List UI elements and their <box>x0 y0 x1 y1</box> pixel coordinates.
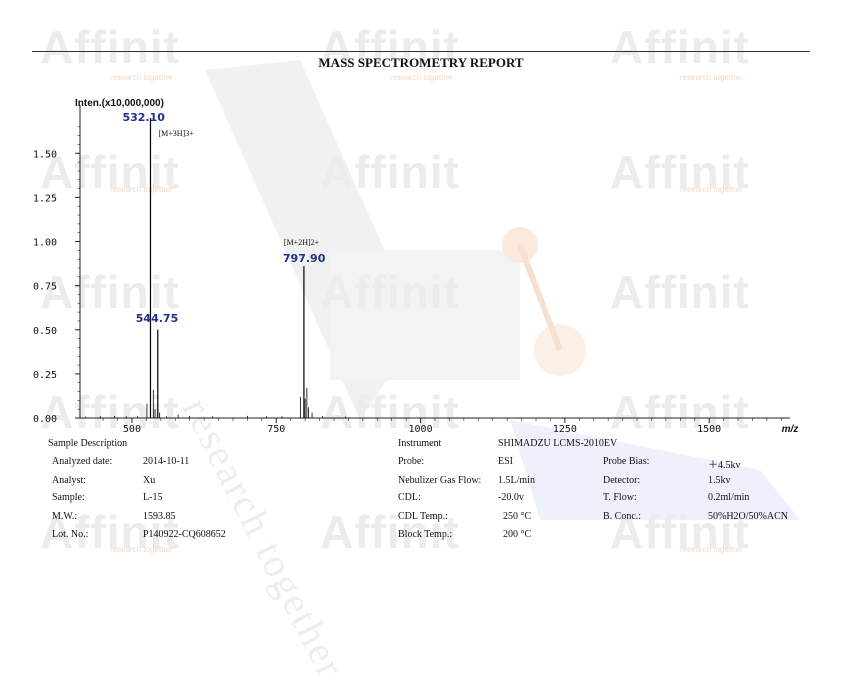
x-tick-label: 1500 <box>697 424 721 435</box>
cdl-temp-label: CDL Temp.: <box>398 511 448 522</box>
peak-label: 532.10 <box>122 111 165 124</box>
lot-label: Lot. No.: <box>52 529 89 540</box>
mass-spectrum-chart: Inten.(x10,000,000) 0.00 0.25 0.50 0.75 1.00 1… <box>33 98 799 435</box>
y-tick-label: 0.00 <box>33 414 57 425</box>
peak-label: 544.75 <box>136 312 178 325</box>
watermark-logo-8: Affinit <box>320 266 460 318</box>
header-rule <box>32 51 810 52</box>
b-conc-value: 50%H2O/50%ACN <box>708 511 788 522</box>
block-temp-value: 200 °C <box>503 529 532 540</box>
cdl-label: CDL: <box>398 492 421 503</box>
watermark-tagline-3: research together <box>680 73 743 82</box>
cdl-value: -20.0v <box>498 492 524 503</box>
watermark-logo-13: Affinit <box>40 506 180 558</box>
watermark-logo-9: Affinit <box>610 266 750 318</box>
watermark-logo-10: Affinit <box>40 386 180 438</box>
watermark-logo-7: Affinit <box>40 266 180 318</box>
y-tick-label: 0.25 <box>33 370 57 381</box>
sample-value: L-15 <box>143 492 163 503</box>
y-tick-label: 0.50 <box>33 326 57 337</box>
y-tick-label: 0.75 <box>33 282 57 293</box>
y-tick-label: 1.50 <box>33 149 57 160</box>
watermark-logo-4: Affinit <box>40 146 180 198</box>
probe-bias-label: Probe Bias: <box>603 456 650 467</box>
b-conc-label: B. Conc.: <box>603 511 642 522</box>
mw-label: M.W.: <box>52 511 78 522</box>
y-tick-label: 1.00 <box>33 238 57 249</box>
sample-header: Sample Description <box>48 438 128 449</box>
cdl-temp-value: 250 °C <box>503 511 532 522</box>
watermark-tagline-2: research together <box>390 73 453 82</box>
watermark-logo-1: Affinit <box>40 21 180 73</box>
x-axis-label: m/z <box>782 424 799 435</box>
probe-label: Probe: <box>398 456 425 467</box>
t-flow-value: 0.2ml/min <box>708 492 750 503</box>
lot-value: P140922-CQ608652 <box>143 529 226 540</box>
instrument-value: SHIMADZU LCMS-2010EV <box>498 438 618 449</box>
t-flow-label: T. Flow: <box>603 492 637 503</box>
instrument-label: Instrument <box>398 438 442 449</box>
y-tick-label: 1.25 <box>33 193 57 204</box>
watermark-logo-6: Affinit <box>610 146 750 198</box>
watermark-logo-3: Affinit <box>610 21 750 73</box>
x-tick-label: 750 <box>267 424 285 435</box>
detector-label: Detector: <box>603 475 641 486</box>
watermark-tagline-6: research together <box>110 545 173 554</box>
peak-label: 797.90 <box>283 252 326 265</box>
probe-bias-value: ＋4.5kv <box>708 460 741 471</box>
x-tick-label: 1000 <box>409 424 433 435</box>
probe-value: ESI <box>498 456 513 467</box>
sample-label: Sample: <box>52 492 85 503</box>
watermark-graphic <box>205 60 800 520</box>
analyst-label: Analyst: <box>52 475 86 486</box>
block-temp-label: Block Temp.: <box>398 529 453 540</box>
x-tick-label: 500 <box>123 424 141 435</box>
watermark-logo-14: Affinit <box>320 506 460 558</box>
watermark-logo-11: Affinit <box>320 386 460 438</box>
peak-annotation: [M+3H]3+ <box>158 129 194 138</box>
watermark-logo-12: Affinit <box>610 386 750 438</box>
analyzed-date-label: Analyzed date: <box>52 456 113 467</box>
watermark-tagline-4: research together <box>110 185 173 194</box>
detector-value: 1.5kv <box>708 475 731 486</box>
x-tick-label: 1250 <box>553 424 577 435</box>
y-axis-title: Inten.(x10,000,000) <box>75 98 164 109</box>
watermark-tagline-7: research together <box>680 545 743 554</box>
watermark-logo-2: Affinit <box>320 21 460 73</box>
analyzed-date-value: 2014-10-11 <box>143 456 190 467</box>
report-title: MASS SPECTROMETRY REPORT <box>318 55 524 70</box>
watermark-tagline-5: research together <box>680 185 743 194</box>
nebulizer-value: 1.5L/min <box>498 475 535 486</box>
watermark-tagline-1: research together <box>110 73 173 82</box>
peak-annotation: [M+2H]2+ <box>284 238 320 247</box>
mw-value: 1593.85 <box>143 511 176 522</box>
watermark-logo-5: Affinit <box>320 146 460 198</box>
watermark-logo-15: Affinit <box>610 506 750 558</box>
nebulizer-label: Nebulizer Gas Flow: <box>398 475 482 486</box>
analyst-value: Xu <box>143 475 156 486</box>
